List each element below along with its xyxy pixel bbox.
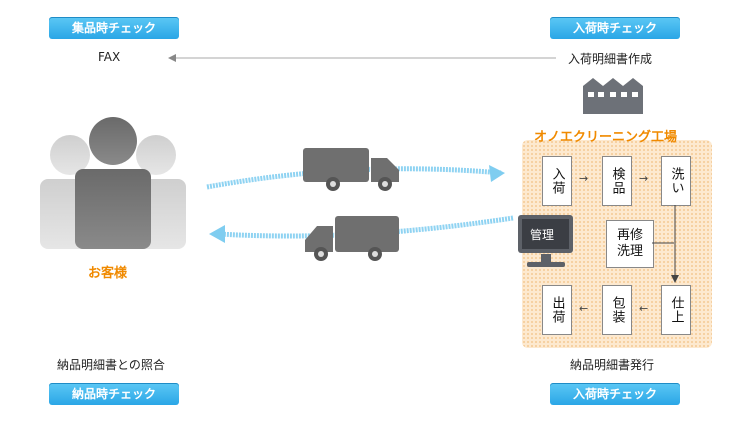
receive-check-badge-bottom: 入荷時チェック	[550, 383, 680, 405]
step-washing: 洗い	[661, 156, 691, 206]
truck-icon-outbound	[303, 148, 399, 191]
arrow-finishing-to-packing: ←	[639, 302, 649, 315]
invoice-match-label: 納品明細書との照合	[57, 358, 165, 372]
step-shipping: 出荷	[542, 285, 572, 335]
receipt-doc-label: 入荷明細書作成	[568, 52, 653, 66]
customer-label: お客様	[88, 266, 128, 281]
fax-arrow	[168, 54, 556, 62]
factory-building-icon	[583, 78, 643, 114]
deliver-check-badge: 納品時チェック	[49, 383, 179, 405]
step-arrival: 入荷	[542, 156, 572, 206]
arrow-packing-to-shipping: ←	[579, 302, 589, 315]
arrow-rewash-connector	[652, 242, 674, 244]
factory-title: オノエクリーニング工場	[534, 130, 678, 145]
arrow-arrival-to-inspection: →	[579, 172, 589, 185]
arrow-washing-down	[671, 205, 679, 283]
step-finishing: 仕上	[661, 285, 691, 335]
arrow-inspection-to-washing: →	[639, 172, 649, 185]
step-rewash: 再修洗理	[606, 220, 654, 268]
collect-check-badge: 集品時チェック	[49, 17, 179, 39]
fax-label: FAX	[98, 50, 121, 64]
management-monitor-icon	[518, 215, 573, 267]
step-packing: 包装	[602, 285, 632, 335]
management-label: 管理	[530, 228, 555, 242]
invoice-issue-label: 納品明細書発行	[570, 358, 655, 372]
step-inspection: 検品	[602, 156, 632, 206]
customer-people-icon	[40, 117, 186, 249]
receive-check-badge-top: 入荷時チェック	[550, 17, 680, 39]
truck-icon-inbound	[305, 216, 399, 261]
step-rewash-text: 再修洗理	[616, 228, 643, 259]
